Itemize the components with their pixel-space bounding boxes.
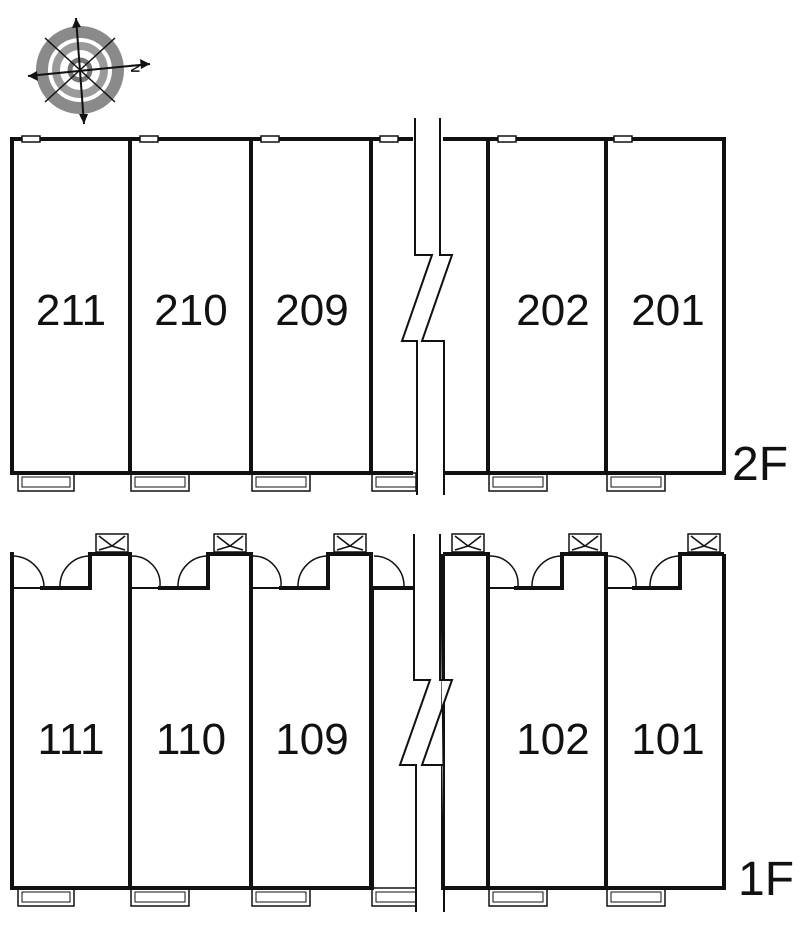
room-label-210: 210 [154, 286, 227, 335]
compass-rose-icon: N [27, 17, 151, 125]
floor-2f-plan [10, 118, 726, 495]
room-label-101: 101 [631, 715, 704, 764]
room-label-202: 202 [516, 286, 589, 335]
floor-label-1f: 1F [738, 853, 794, 906]
floor-1f-plan [10, 533, 726, 912]
room-label-110: 110 [156, 715, 226, 764]
room-label-111: 111 [38, 715, 105, 764]
room-label-211: 211 [36, 286, 106, 335]
room-label-102: 102 [516, 715, 589, 764]
room-label-201: 201 [631, 286, 704, 335]
room-label-109: 109 [275, 715, 348, 764]
room-label-209: 209 [275, 286, 348, 335]
compass-north-letter: N [128, 64, 142, 73]
floor-label-2f: 2F [732, 438, 788, 491]
